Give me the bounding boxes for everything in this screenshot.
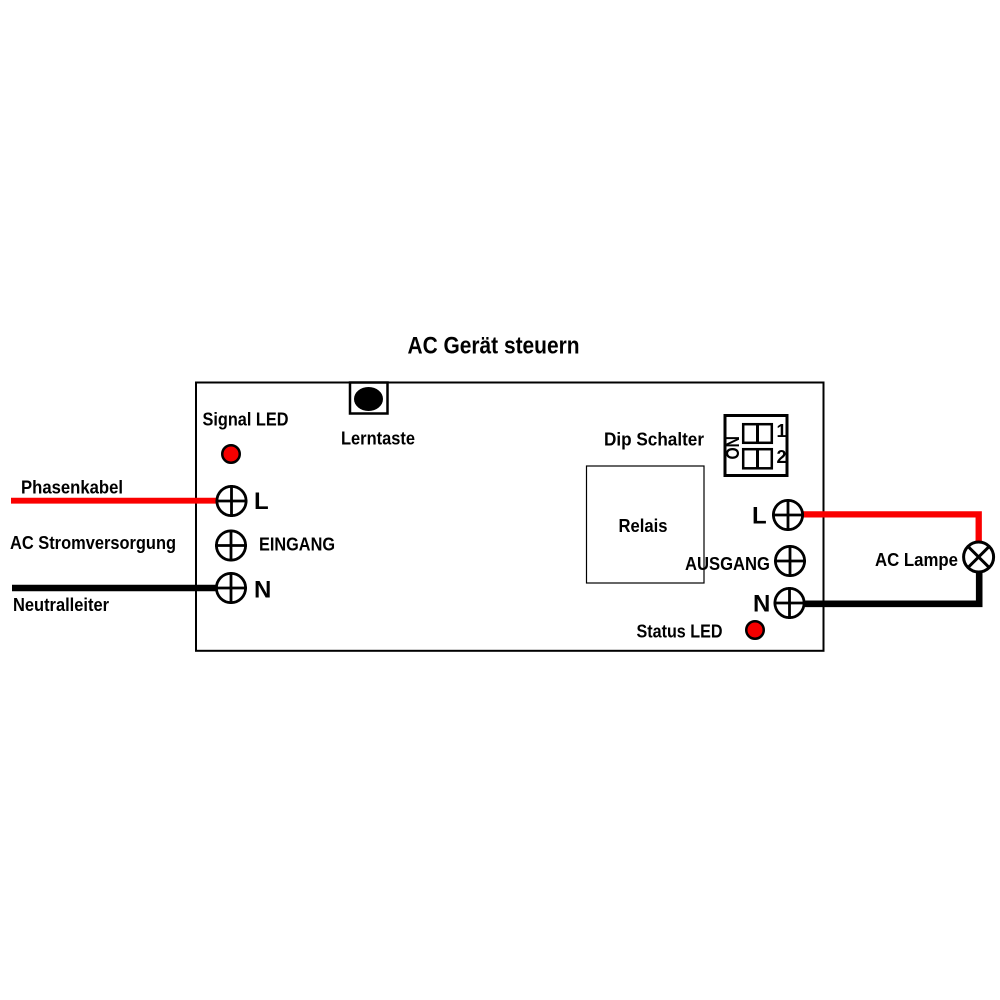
svg-text:ON: ON — [723, 436, 743, 460]
svg-text:N: N — [254, 577, 271, 604]
svg-text:Dip Schalter: Dip Schalter — [604, 430, 704, 450]
svg-text:2: 2 — [777, 447, 787, 467]
svg-text:N: N — [753, 591, 770, 618]
svg-text:Signal LED: Signal LED — [203, 410, 289, 430]
svg-text:Status LED: Status LED — [637, 622, 723, 642]
svg-text:1: 1 — [777, 421, 787, 441]
svg-text:Phasenkabel: Phasenkabel — [21, 477, 123, 497]
svg-text:AC Lampe: AC Lampe — [875, 550, 958, 570]
svg-text:AUSGANG: AUSGANG — [685, 554, 770, 574]
svg-text:Neutralleiter: Neutralleiter — [13, 595, 109, 615]
svg-text:L: L — [254, 488, 269, 515]
svg-text:AC Gerät steuern: AC Gerät steuern — [408, 333, 580, 360]
svg-text:Lerntaste: Lerntaste — [341, 429, 415, 449]
svg-text:L: L — [752, 503, 767, 530]
svg-text:EINGANG: EINGANG — [259, 534, 335, 554]
svg-text:AC Stromversorgung: AC Stromversorgung — [10, 533, 176, 553]
svg-text:Relais: Relais — [619, 516, 668, 536]
